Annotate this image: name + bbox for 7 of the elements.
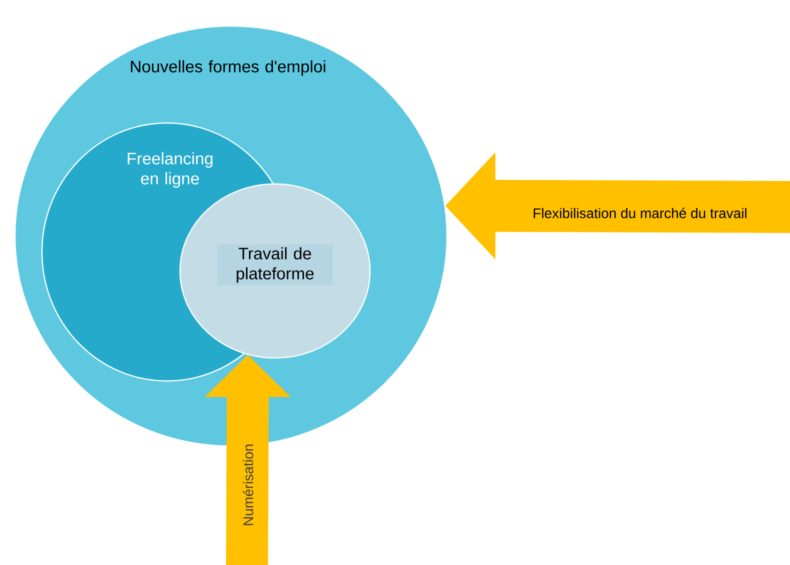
arrow-label: Flexibilisation du marché du travail — [534, 208, 746, 218]
circle-label: Nouvelles formes d'emploi — [130, 60, 326, 76]
block-arrow — [445, 152, 790, 260]
block-arrow — [204, 354, 291, 565]
circle-label: Freelancing en ligne — [128, 152, 212, 188]
arrow-label: Numérisation — [242, 444, 254, 526]
circle-label: Travail de plateforme — [217, 244, 333, 286]
